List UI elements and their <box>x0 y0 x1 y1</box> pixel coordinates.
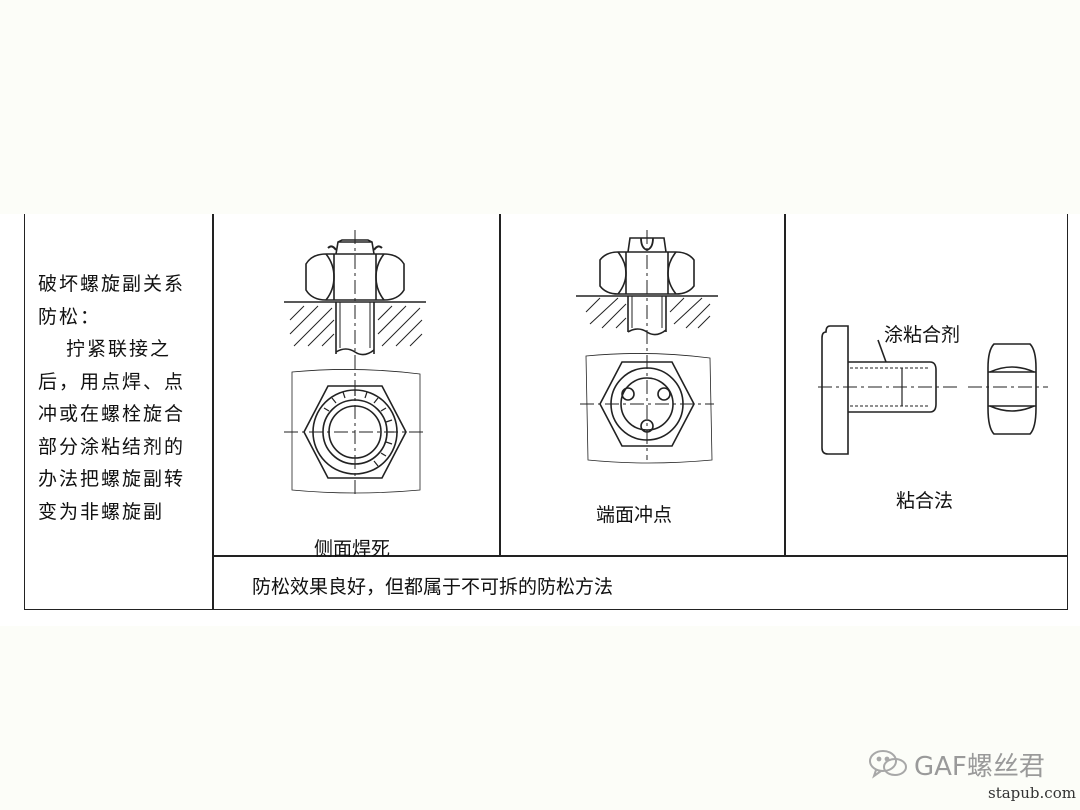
method-line: 办法把螺旋副转 <box>38 468 186 490</box>
column-divider-weld <box>499 214 501 556</box>
footer-url: stapub.com <box>988 784 1076 802</box>
punch-caption: 端面冲点 <box>596 504 673 526</box>
method-line: 后，用点焊、点 <box>38 370 186 393</box>
column-divider-punch <box>784 214 786 556</box>
method-line: 冲或在螺栓旋合 <box>38 403 186 425</box>
method-line: 变为非螺旋副 <box>38 500 165 523</box>
method-line: 防松： <box>38 305 102 328</box>
adhesive-callout: 涂粘合剂 <box>884 324 961 346</box>
watermark: GAF螺丝君 <box>868 744 1045 784</box>
adhesive-caption: 粘合法 <box>896 490 954 512</box>
watermark-text: GAF螺丝君 <box>914 751 1045 782</box>
method-description: 破坏螺旋副关系 防松： 拧紧联接之 后，用点焊、点 冲或在螺栓旋合 部分涂粘结剂… <box>38 268 208 528</box>
adhesive-bolt-drawing <box>818 318 1048 458</box>
column-divider-method <box>212 214 214 610</box>
punch-nut-drawing <box>572 228 722 470</box>
weld-caption: 侧面焊死 <box>314 538 391 560</box>
method-line: 破坏螺旋副关系 <box>38 273 186 295</box>
method-line: 部分涂粘结剂的 <box>38 435 186 458</box>
method-line: 拧紧联接之 <box>66 338 172 360</box>
note-row-divider <box>212 555 1068 557</box>
weld-nut-drawing <box>280 228 430 500</box>
table-sheet <box>0 214 1080 626</box>
anti-loosening-table <box>24 214 1068 610</box>
summary-note: 防松效果良好，但都属于不可拆的防松方法 <box>252 576 614 598</box>
wechat-icon <box>869 750 907 779</box>
